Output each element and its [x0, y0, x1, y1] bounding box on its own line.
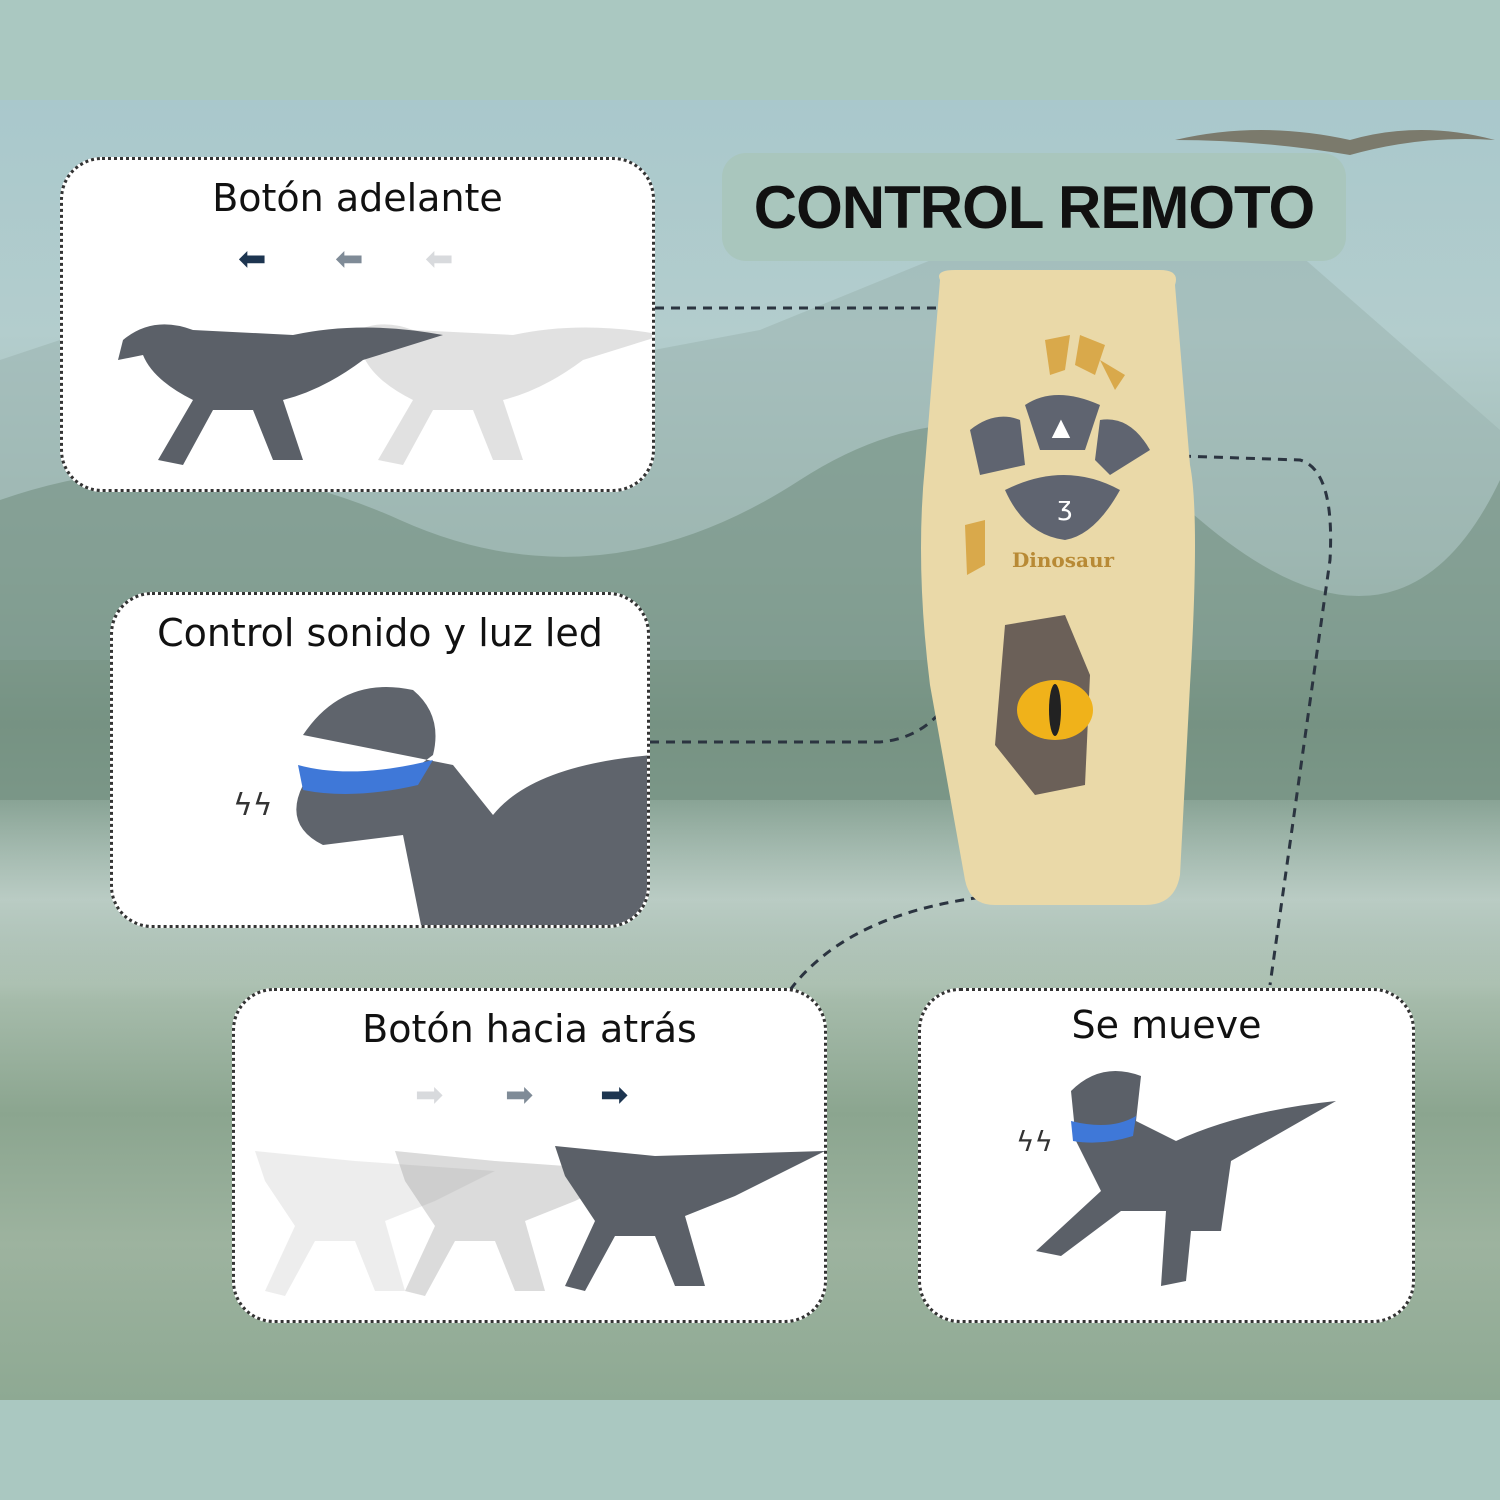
- top-band: [0, 0, 1500, 100]
- direction-buttons: ▲ ʒ: [970, 395, 1150, 540]
- sound-icon: ϟϟ: [233, 788, 273, 823]
- svg-text:➡: ➡: [505, 1075, 534, 1115]
- dinosaur-head-image: [296, 687, 647, 925]
- claw-marks-icon: [965, 335, 1125, 575]
- dinosaur-image: [338, 324, 652, 465]
- page-title: CONTROL REMOTO: [722, 153, 1346, 261]
- forward-button[interactable]: [1025, 395, 1100, 450]
- dinosaur-image: [1036, 1071, 1336, 1286]
- sound-button[interactable]: [970, 416, 1025, 475]
- card-label: Se mueve: [1071, 1003, 1262, 1047]
- dinosaur-image: [555, 1146, 824, 1291]
- svg-text:⬅: ⬅: [238, 239, 267, 279]
- card-label: Botón hacia atrás: [362, 1007, 697, 1051]
- dino-eye-icon: [995, 615, 1093, 795]
- card-label: Control sonido y luz led: [157, 611, 603, 655]
- led-light: [298, 760, 433, 794]
- card-sound-light: Control sonido y luz led ϟϟ: [110, 592, 650, 928]
- light-button[interactable]: [1095, 419, 1150, 475]
- dino-icon: ʒ: [1057, 492, 1072, 522]
- svg-text:⬅: ⬅: [335, 239, 364, 279]
- pterodactyl-icon: [1175, 130, 1495, 155]
- sound-icon: ϟϟ: [1016, 1125, 1053, 1158]
- card-forward: Botón adelante ⬅ ⬅ ⬅: [60, 157, 655, 492]
- right-arrow-icons: ➡ ➡ ➡: [415, 1075, 629, 1115]
- card-label: Botón adelante: [212, 176, 503, 220]
- svg-text:➡: ➡: [600, 1075, 629, 1115]
- dinosaur-image: [118, 324, 443, 465]
- left-arrow-icons: ⬅ ⬅ ⬅: [238, 239, 454, 279]
- led-light: [1071, 1116, 1136, 1143]
- remote-control[interactable]: ▲ ʒ Dinosaur: [915, 265, 1205, 915]
- svg-text:➡: ➡: [415, 1075, 444, 1115]
- up-arrow-icon: ▲: [1052, 413, 1071, 441]
- svg-text:⬅: ⬅: [425, 239, 454, 279]
- card-backward: Botón hacia atrás ➡ ➡ ➡: [232, 988, 827, 1323]
- card-moves: Se mueve ϟϟ: [918, 988, 1415, 1323]
- dinosaur-image: [255, 1151, 495, 1296]
- bottom-band: [0, 1400, 1500, 1500]
- move-button[interactable]: [1005, 475, 1120, 540]
- remote-brand: Dinosaur: [1012, 548, 1115, 572]
